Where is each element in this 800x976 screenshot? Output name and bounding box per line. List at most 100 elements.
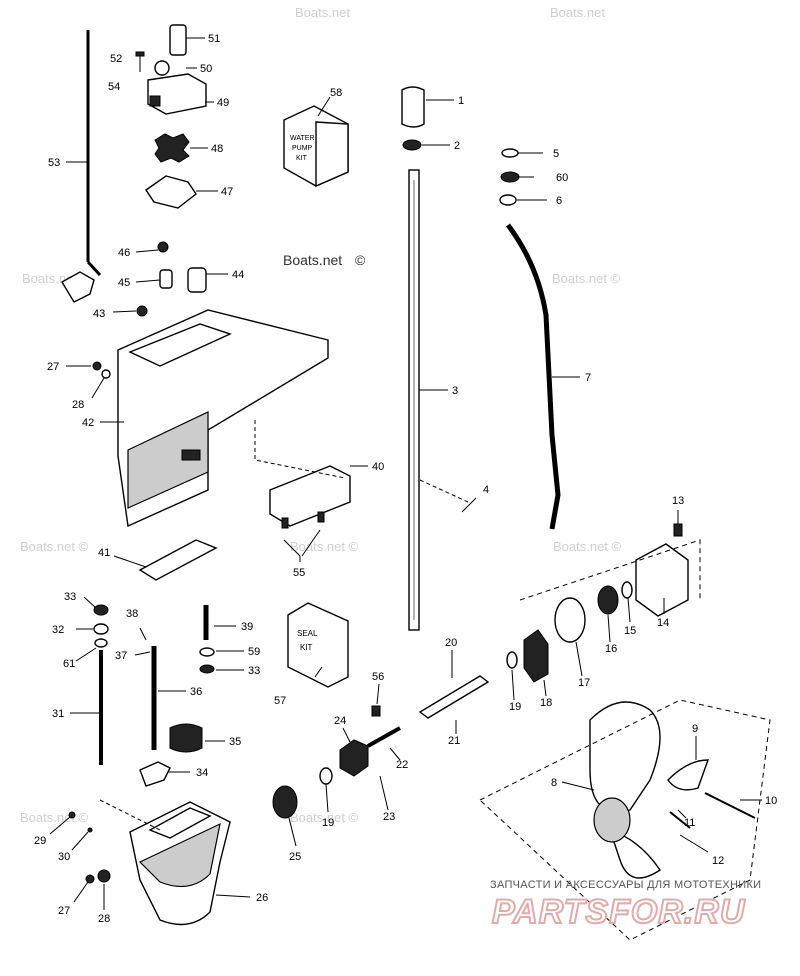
callout-label: 32 [52, 624, 64, 636]
watermark: Boats.net © [20, 539, 89, 554]
callout-label: 13 [672, 495, 684, 507]
callout-label: 12 [712, 855, 724, 867]
watermark: Boats.net [295, 5, 350, 20]
callout-label: 52 [110, 53, 122, 65]
callout-label: 21 [448, 735, 460, 747]
callout-label: 35 [229, 736, 241, 748]
callout-label: 27 [58, 905, 70, 917]
callout-label: 48 [211, 143, 223, 155]
gearcase-26 [129, 801, 231, 926]
callout-label: 7 [585, 372, 591, 384]
callout-label: 36 [190, 686, 202, 698]
svg-text:KIT: KIT [300, 643, 313, 652]
watermark: Boats.net © [553, 539, 622, 554]
footer-brand-logo: PARTSFOR.RU [491, 892, 746, 932]
svg-text:WATER: WATER [290, 135, 315, 142]
callout-label: 45 [118, 277, 130, 289]
callout-label: 58 [330, 87, 342, 99]
seal-kit-box-57: SEAL KIT [287, 602, 349, 688]
callout-label: 18 [540, 697, 552, 709]
watermark: Boats.net © [290, 810, 359, 825]
svg-text:SEAL: SEAL [297, 629, 318, 638]
callout-label: 53 [48, 157, 60, 169]
callout-label: 46 [118, 247, 130, 259]
drive-shaft-3 [401, 86, 425, 631]
callout-label: 16 [605, 643, 617, 655]
callout-label: 4 [483, 484, 489, 496]
drive-shaft-housing-42 [92, 309, 329, 528]
callout-label: 34 [196, 767, 208, 779]
callout-label: 49 [217, 97, 229, 109]
watermark: Boats.net © [20, 810, 89, 825]
propshaft-assembly [272, 523, 689, 819]
callout-label: 14 [657, 617, 669, 629]
callout-label: 42 [82, 417, 94, 429]
svg-text:PUMP: PUMP [292, 145, 313, 152]
callout-label: 50 [200, 63, 212, 75]
callout-label: 28 [98, 913, 110, 925]
callout-label: 5 [553, 148, 559, 160]
propeller-8 [589, 701, 756, 879]
callout-label: 11 [684, 817, 695, 829]
studs-31-36-39 [93, 604, 215, 765]
callout-label: 19 [509, 701, 521, 713]
watermark: Boats.net © [552, 271, 621, 286]
callout-label: 25 [289, 851, 301, 863]
callout-label: 38 [126, 608, 138, 620]
callout-label: 59 [248, 646, 260, 658]
callout-label: 1 [458, 95, 464, 107]
callout-label: 2 [454, 140, 460, 152]
callout-label: 56 [372, 671, 384, 683]
callout-label: 33 [64, 591, 76, 603]
callout-label: 3 [452, 385, 458, 397]
cover-40 [269, 465, 351, 529]
callout-labels: 51 52 50 54 49 48 47 53 46 45 44 43 27 2… [34, 33, 777, 925]
callout-label: 57 [274, 695, 286, 707]
callout-label: 6 [556, 195, 562, 207]
fasteners-lower-left [68, 811, 111, 884]
callout-label: 22 [396, 759, 408, 771]
callout-label: 55 [293, 567, 305, 579]
water-pump-kit-box-58: WATER PUMP KIT [283, 105, 349, 188]
callout-label: 47 [221, 186, 233, 198]
callout-label: 37 [115, 650, 127, 662]
callout-label: 27 [47, 361, 59, 373]
callout-label: 43 [93, 308, 105, 320]
callout-label: 9 [692, 723, 698, 735]
shift-rod-7 [499, 148, 561, 530]
watermark-dark: Boats.net [283, 252, 342, 268]
callout-label: 61 [63, 658, 75, 670]
callout-label: 60 [556, 172, 568, 184]
callout-label: 8 [551, 777, 557, 789]
callout-label: 19 [322, 817, 334, 829]
pump-base-35 [139, 723, 203, 787]
leader-lines [49, 37, 762, 910]
callout-label: 51 [208, 33, 220, 45]
gasket-41 [138, 539, 218, 581]
callout-label: 30 [58, 851, 70, 863]
watermark: Boats.net © [290, 539, 359, 554]
callout-label: 28 [72, 399, 84, 411]
watermark-dark-copy: © [355, 252, 366, 268]
callout-label: 23 [383, 811, 395, 823]
callout-label: 44 [232, 269, 244, 281]
footer-subtitle: ЗАПЧАСТИ И АКСЕССУАРЫ ДЛЯ МОТОТЕХНИКИ [490, 879, 762, 891]
callout-label: 10 [765, 795, 777, 807]
callout-label: 15 [624, 625, 636, 637]
watermark: Boats.net [550, 5, 605, 20]
callout-label: 33 [248, 665, 260, 677]
callout-label: 39 [241, 621, 253, 633]
callout-label: 41 [98, 547, 110, 559]
svg-text:KIT: KIT [296, 155, 308, 162]
callout-label: 17 [578, 677, 590, 689]
shift-rod-53 [61, 30, 102, 303]
callout-label: 29 [34, 835, 46, 847]
callout-label: 31 [52, 708, 64, 720]
water-pump-stack [135, 24, 207, 317]
callout-label: 40 [372, 461, 384, 473]
callout-label: 24 [334, 715, 346, 727]
callout-label: 20 [445, 637, 457, 649]
callout-label: 26 [256, 892, 268, 904]
callout-label: 54 [108, 81, 120, 93]
